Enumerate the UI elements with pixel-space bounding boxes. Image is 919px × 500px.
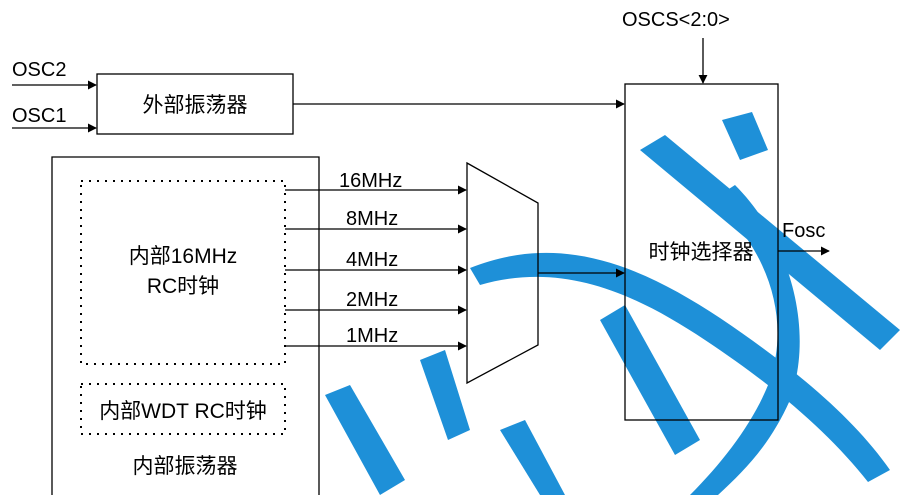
osc2-label: OSC2 (12, 59, 66, 81)
external-oscillator-label: 外部振荡器 (143, 94, 248, 117)
internal-16mhz-rc-box (81, 181, 285, 364)
watermark-stroke-lower-mid (500, 420, 565, 495)
oscs-signal-label: OSCS<2:0> (622, 9, 730, 31)
freq-label-2mhz: 2MHz (346, 289, 398, 311)
watermark-stroke-top (722, 112, 768, 160)
internal-wdt-rc-label: 内部WDT RC时钟 (99, 400, 267, 423)
internal-16mhz-label-line1: 内部16MHz (129, 245, 238, 268)
freq-label-8mhz: 8MHz (346, 208, 398, 230)
internal-16mhz-label-line2: RC时钟 (147, 275, 219, 298)
fosc-label: Fosc (782, 220, 825, 242)
internal-oscillator-box (52, 157, 319, 495)
watermark-stroke-lower-left (325, 385, 405, 495)
osc1-label: OSC1 (12, 105, 66, 127)
freq-label-16mhz: 16MHz (339, 170, 402, 192)
clock-selector-label: 时钟选择器 (649, 241, 754, 264)
watermark (325, 112, 900, 495)
freq-label-1mhz: 1MHz (346, 325, 398, 347)
watermark-stroke-small (420, 350, 470, 440)
internal-oscillator-label: 内部振荡器 (133, 455, 238, 478)
frequency-multiplexer (467, 163, 538, 383)
freq-label-4mhz: 4MHz (346, 249, 398, 271)
watermark-stroke-center (600, 305, 700, 455)
